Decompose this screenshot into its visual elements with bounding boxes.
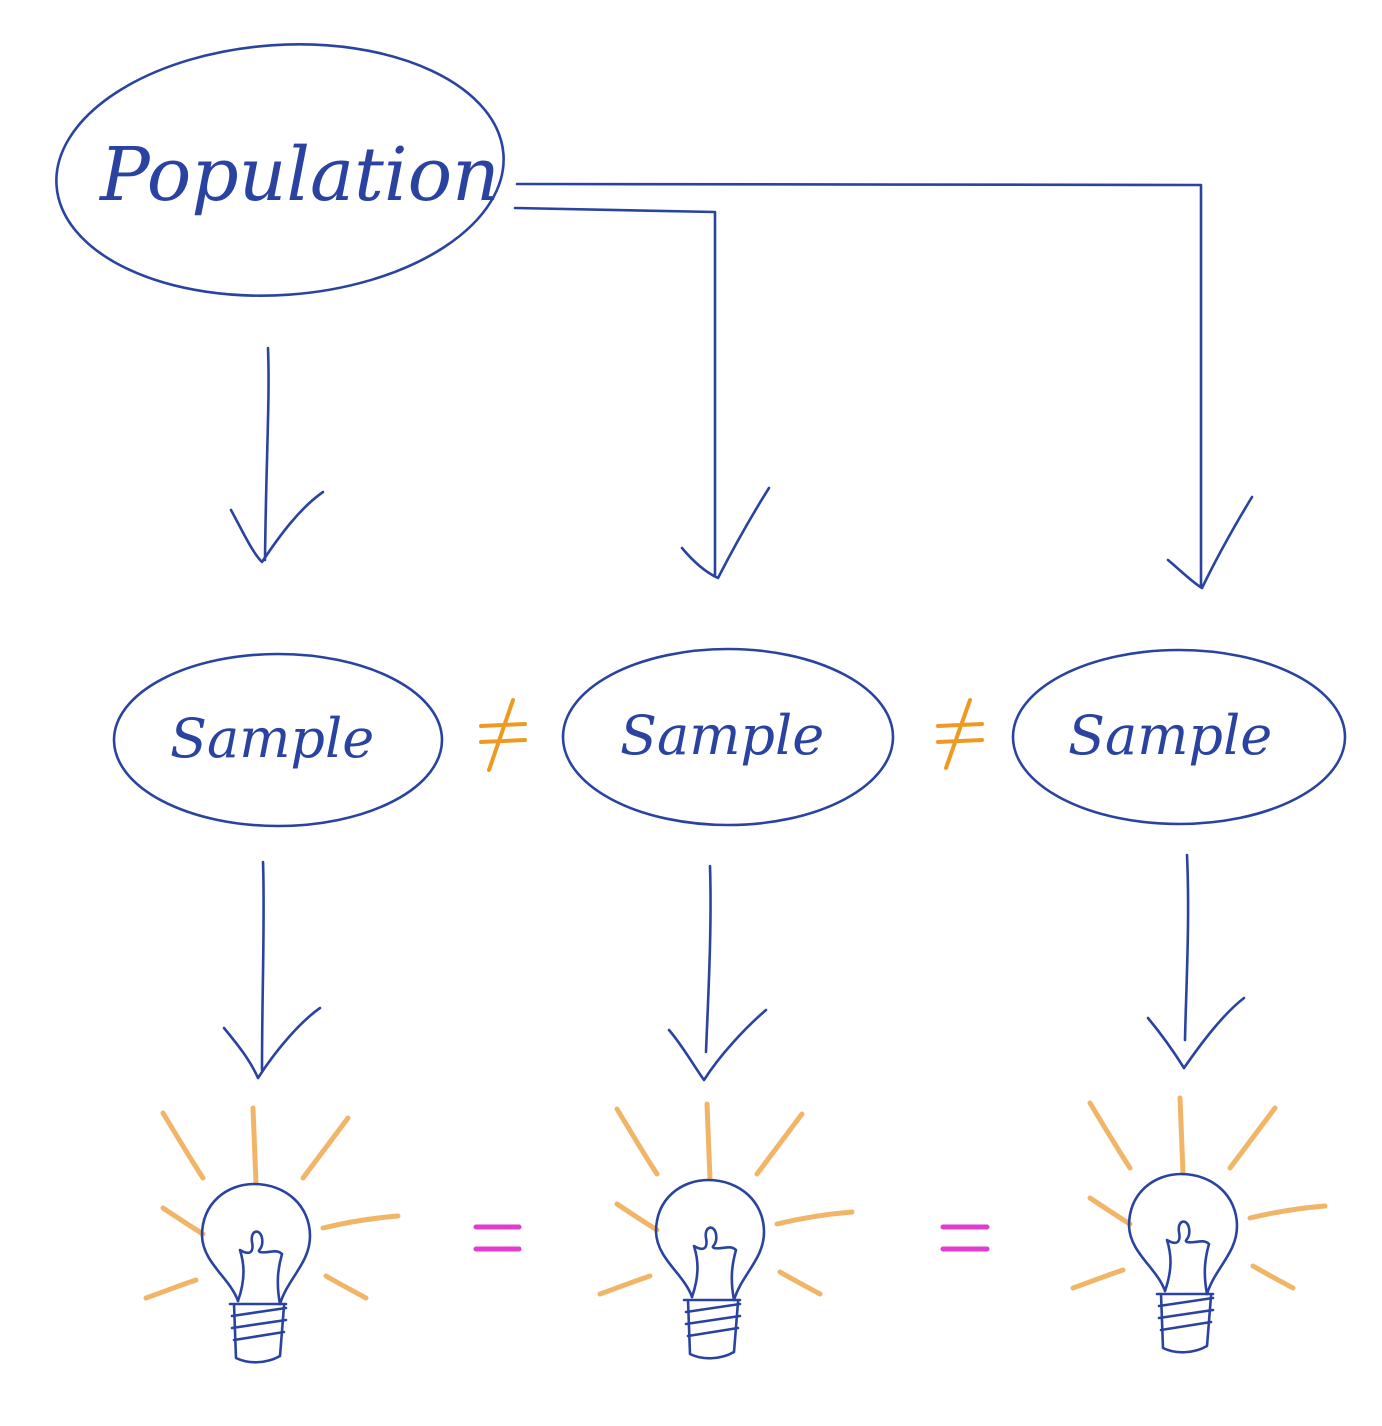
sample-ellipse-2 xyxy=(561,647,895,827)
sample-ellipse-1 xyxy=(112,652,444,828)
population-ellipse xyxy=(55,43,505,297)
equal-sign-1: = xyxy=(473,1224,522,1252)
population-node: Population xyxy=(55,43,505,297)
population-connectors xyxy=(229,182,1254,590)
connector-population-to-sample-2 xyxy=(513,206,771,580)
lightbulb-icon-1 xyxy=(146,1108,398,1362)
population-label: Population xyxy=(98,132,500,218)
connector-population-to-sample-3 xyxy=(515,182,1254,590)
not-equal-sign-1: ≠ xyxy=(479,698,527,772)
not-equal-sign-2: ≠ xyxy=(936,698,984,770)
sample-ellipse-3 xyxy=(1011,648,1347,826)
arrow-sample-1-to-idea-1 xyxy=(222,860,322,1080)
sample-label-2: Sample xyxy=(620,704,824,767)
lightbulb-icon-2 xyxy=(600,1104,852,1358)
arrow-sample-3-to-idea-3 xyxy=(1146,853,1246,1070)
arrow-sample-2-to-idea-2 xyxy=(667,864,768,1082)
sample-label-1: Sample xyxy=(170,707,374,770)
sample-node-1: Sample xyxy=(112,652,444,828)
sample-node-3: Sample xyxy=(1011,648,1347,826)
arrow-population-to-sample-1 xyxy=(229,346,325,564)
lightbulb-icon-3 xyxy=(1073,1098,1325,1352)
equal-sign-2: = xyxy=(940,1224,990,1252)
sample-label-3: Sample xyxy=(1068,704,1272,767)
sample-node-2: Sample xyxy=(561,647,895,827)
